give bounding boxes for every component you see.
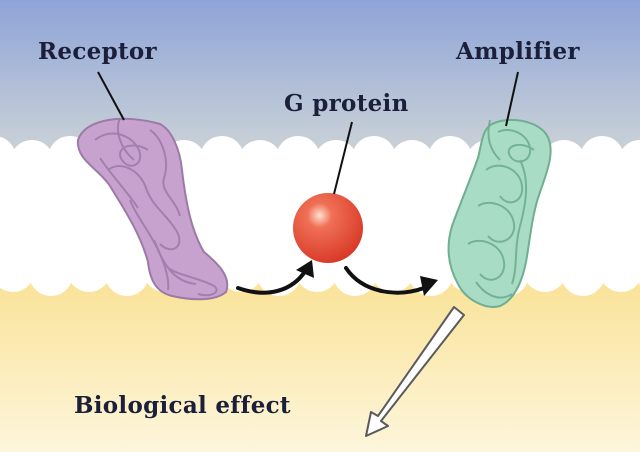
g-protein-label: G protein — [284, 90, 409, 117]
amplifier-label: Amplifier — [456, 38, 580, 65]
activation-arrow-g-protein-to-amplifier — [344, 266, 438, 296]
amplifier-pointer — [505, 71, 519, 127]
receptor-pointer — [97, 71, 125, 121]
output-arrow — [365, 306, 465, 437]
biological-effect-label: Biological effect — [74, 392, 291, 419]
receptor-protein — [76, 117, 229, 301]
g-protein-sphere — [293, 193, 363, 263]
g-protein-pointer — [333, 121, 353, 195]
amplifier-protein — [447, 118, 552, 308]
activation-arrow-receptor-to-g-protein — [236, 260, 314, 295]
receptor-label: Receptor — [38, 38, 157, 65]
